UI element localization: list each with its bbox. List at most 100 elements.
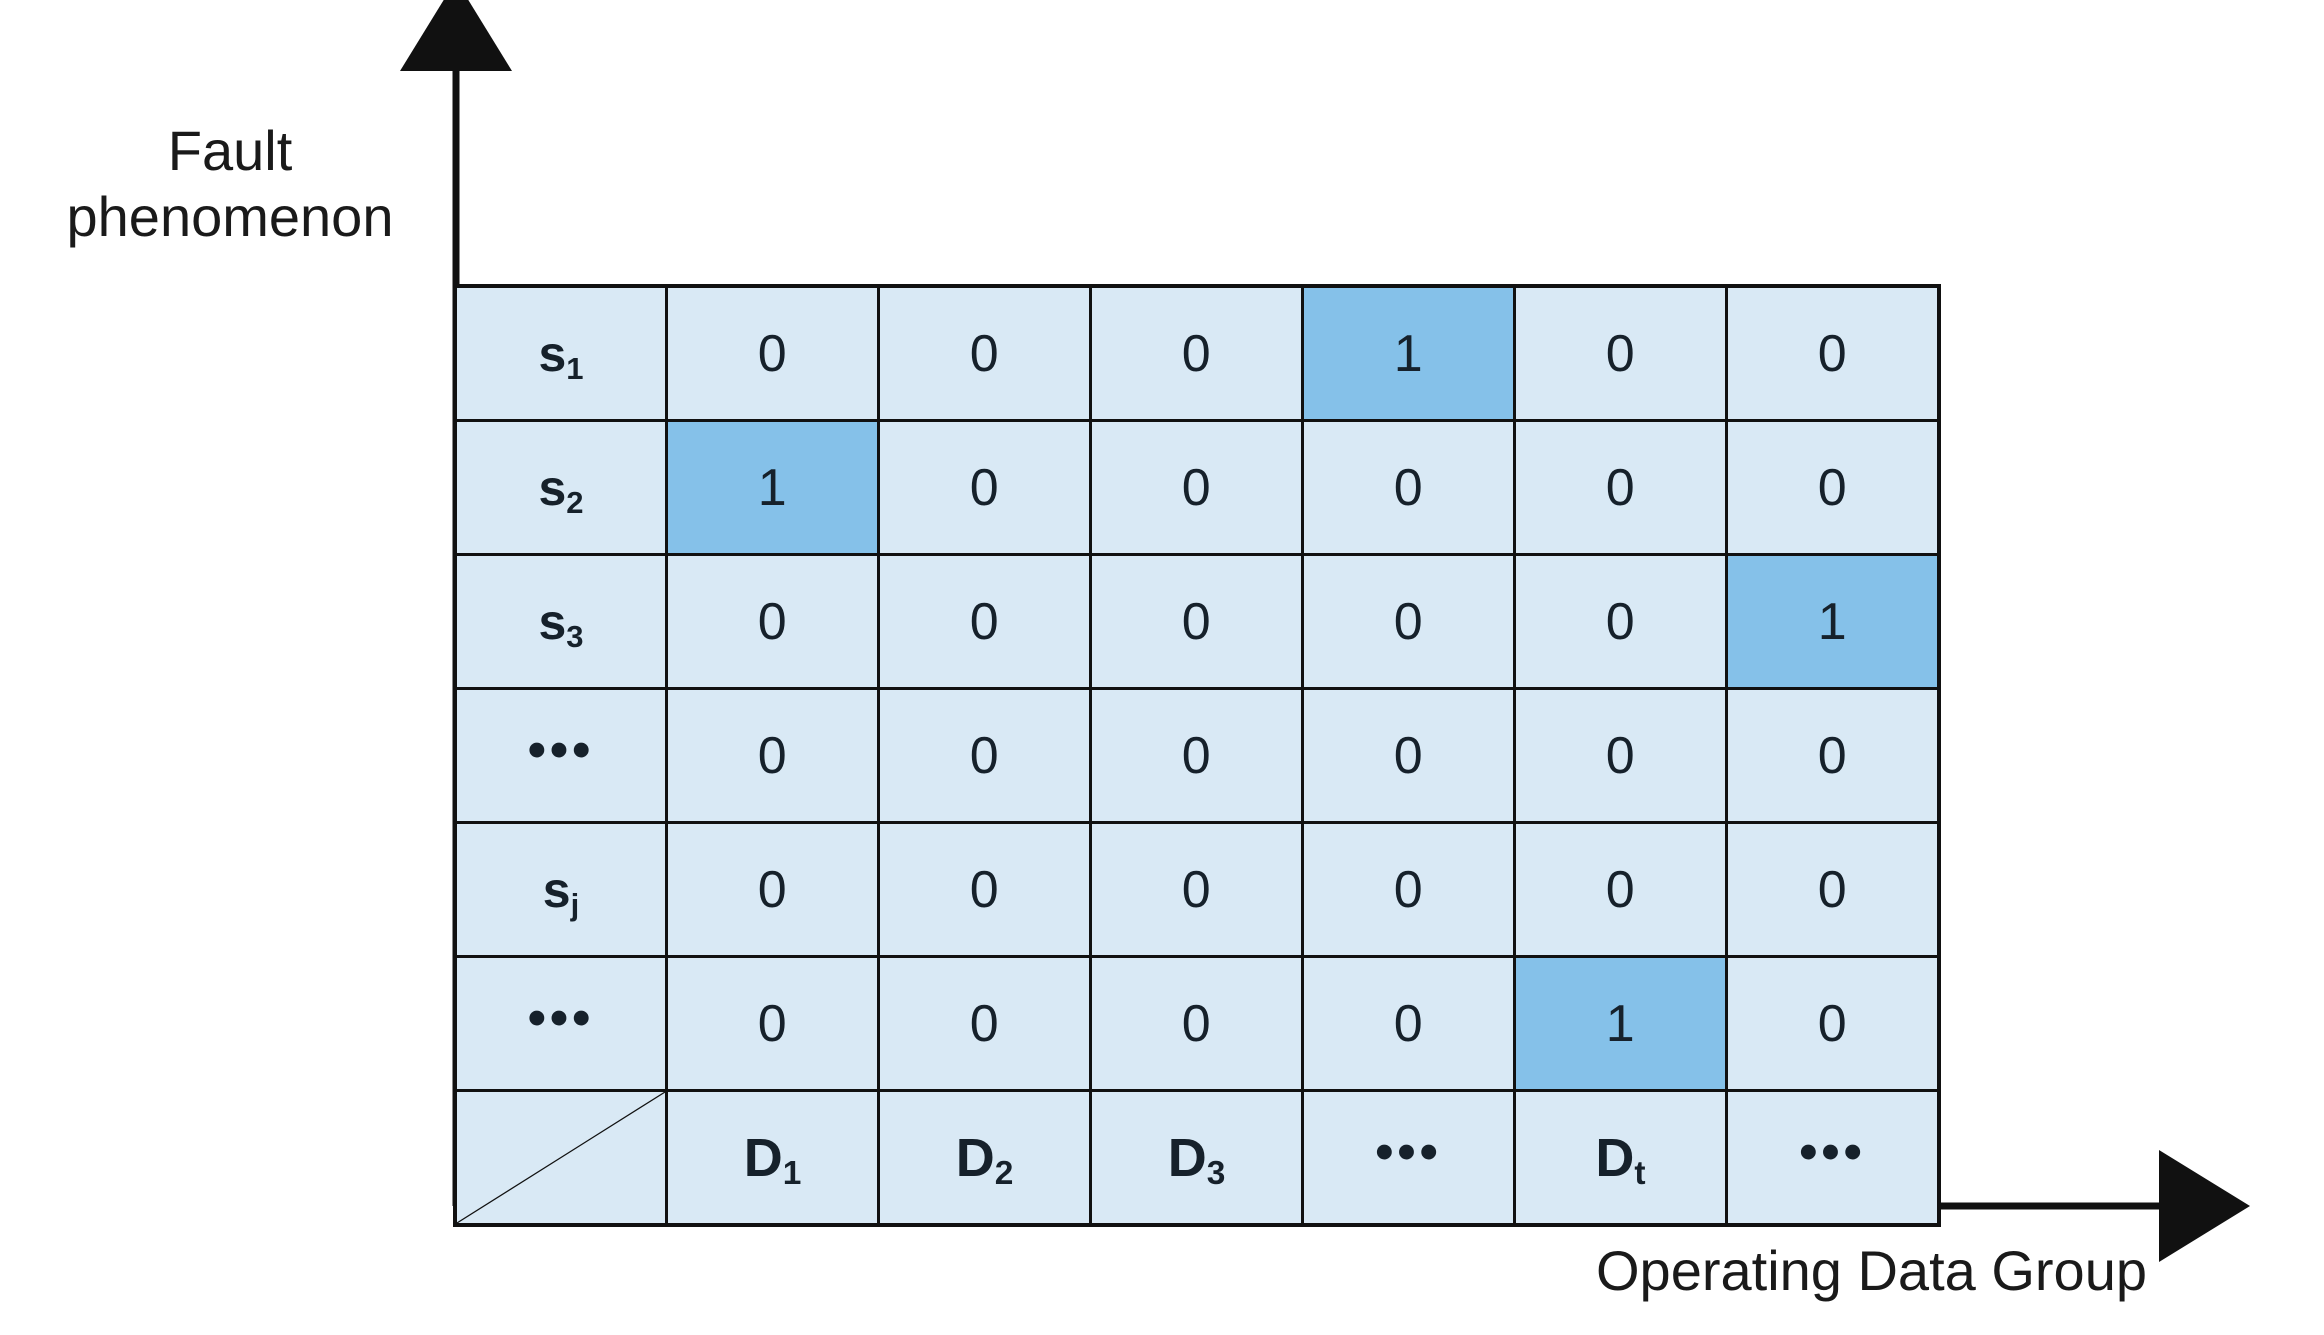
cell-value: 0 (1181, 458, 1212, 517)
matrix-cell: 0 (1725, 955, 1941, 1092)
matrix-cell: 0 (1301, 553, 1516, 690)
matrix-cell: 0 (877, 687, 1092, 824)
row-header-cell: s2 (453, 419, 668, 556)
matrix-cell: 0 (665, 687, 880, 824)
matrix-cell: 0 (1725, 419, 1941, 556)
matrix-corner-cell (453, 1089, 668, 1227)
fault-phenomenon-matrix: s1 0 0 0 1 0 0 s2 1 0 0 0 0 0 s3 0 0 0 0 0 1 ••• 0 0 0 0 0 0 sj 0 0 0 0 0… (453, 284, 1941, 1227)
symbol-glyph: D1 (743, 1127, 802, 1193)
cell-value: 0 (757, 324, 788, 383)
matrix-cell: 0 (877, 284, 1092, 422)
symbol-glyph: Dt (1595, 1127, 1646, 1193)
column-header-cell: ••• (1725, 1089, 1941, 1227)
matrix-cell: 0 (1301, 419, 1516, 556)
row-header-cell: s1 (453, 284, 668, 422)
row-header-cell: ••• (453, 687, 668, 824)
matrix-cell: 0 (877, 419, 1092, 556)
matrix-cell: 0 (665, 553, 880, 690)
matrix-cell: 0 (665, 284, 880, 422)
column-header-cell: D3 (1089, 1089, 1304, 1227)
matrix-cell: 0 (1725, 284, 1941, 422)
cell-value: 0 (969, 458, 1000, 517)
x-axis-label: Operating Data Group (1596, 1239, 2147, 1302)
symbol-glyph: D2 (955, 1127, 1014, 1193)
matrix-cell: 0 (877, 553, 1092, 690)
row-header-cell: sj (453, 821, 668, 958)
cell-value: 0 (1393, 458, 1424, 517)
symbol-glyph: D3 (1167, 1127, 1226, 1193)
matrix-row: sj 0 0 0 0 0 0 (453, 821, 1941, 958)
matrix-row: ••• 0 0 0 0 1 0 (453, 955, 1941, 1092)
cell-value: 0 (1181, 994, 1212, 1053)
cell-value: 0 (1605, 458, 1636, 517)
cell-value: 0 (1817, 994, 1848, 1053)
matrix-cell: 0 (1301, 687, 1516, 824)
cell-value: 0 (969, 860, 1000, 919)
matrix-cell: 0 (1301, 955, 1516, 1092)
matrix-cell: 0 (665, 821, 880, 958)
column-header-cell: D2 (877, 1089, 1092, 1227)
matrix-cell: 0 (1513, 284, 1728, 422)
cell-value: 1 (1605, 994, 1636, 1053)
symbol-glyph: s1 (538, 325, 584, 386)
y-axis-label: Fault phenomenon (66, 119, 394, 249)
cell-value: 0 (1605, 726, 1636, 785)
cell-value: 0 (757, 592, 788, 651)
cell-value: 0 (757, 994, 788, 1053)
cell-value: 0 (1605, 860, 1636, 919)
row-header-cell: ••• (453, 955, 668, 1092)
matrix-cell: 0 (1513, 687, 1728, 824)
matrix-row: s3 0 0 0 0 0 1 (453, 553, 1941, 690)
cell-value: 0 (1181, 726, 1212, 785)
cell-value: 0 (1605, 592, 1636, 651)
ellipsis-glyph: ••• (1375, 1122, 1442, 1181)
symbol-glyph: s2 (538, 459, 584, 520)
matrix-row: s2 1 0 0 0 0 0 (453, 419, 1941, 556)
matrix-cell-highlighted: 1 (1725, 553, 1941, 690)
matrix-cell: 0 (1513, 821, 1728, 958)
cell-value: 0 (1181, 592, 1212, 651)
cell-value: 0 (1393, 726, 1424, 785)
symbol-glyph: s3 (538, 593, 584, 654)
cell-value: 1 (1393, 324, 1424, 383)
matrix-cell: 0 (1089, 419, 1304, 556)
matrix-cell-highlighted: 1 (1301, 284, 1516, 422)
matrix-cell: 0 (1301, 821, 1516, 958)
column-header-cell: D1 (665, 1089, 880, 1227)
row-header-cell: s3 (453, 553, 668, 690)
cell-value: 1 (757, 458, 788, 517)
ellipsis-glyph: ••• (527, 988, 595, 1047)
matrix-cell: 0 (877, 821, 1092, 958)
ellipsis-glyph: ••• (527, 720, 595, 779)
cell-value: 0 (1393, 994, 1424, 1053)
cell-value: 0 (1817, 458, 1848, 517)
cell-value: 0 (969, 324, 1000, 383)
matrix-cell: 0 (1725, 821, 1941, 958)
matrix-cell: 0 (1089, 687, 1304, 824)
cell-value: 1 (1817, 592, 1848, 651)
matrix-cell: 0 (1089, 955, 1304, 1092)
cell-value: 0 (1181, 324, 1212, 383)
symbol-glyph: sj (542, 861, 580, 922)
diagonal-slash-icon (457, 1092, 665, 1223)
cell-value: 0 (757, 860, 788, 919)
cell-value: 0 (757, 726, 788, 785)
matrix-cell: 0 (1513, 553, 1728, 690)
matrix-cell-highlighted: 1 (1513, 955, 1728, 1092)
cell-value: 0 (1393, 592, 1424, 651)
cell-value: 0 (969, 994, 1000, 1053)
column-header-cell: Dt (1513, 1089, 1728, 1227)
cell-value: 0 (1393, 860, 1424, 919)
column-header-row: D1 D2 D3 ••• Dt ••• (453, 1089, 1941, 1227)
cell-value: 0 (969, 592, 1000, 651)
cell-value: 0 (1817, 324, 1848, 383)
ellipsis-glyph: ••• (1799, 1122, 1866, 1181)
cell-value: 0 (1817, 860, 1848, 919)
matrix-cell: 0 (1513, 419, 1728, 556)
matrix-row: s1 0 0 0 1 0 0 (453, 284, 1941, 422)
matrix-cell: 0 (1089, 553, 1304, 690)
matrix-cell: 0 (877, 955, 1092, 1092)
cell-value: 0 (1817, 726, 1848, 785)
cell-value: 0 (1181, 860, 1212, 919)
